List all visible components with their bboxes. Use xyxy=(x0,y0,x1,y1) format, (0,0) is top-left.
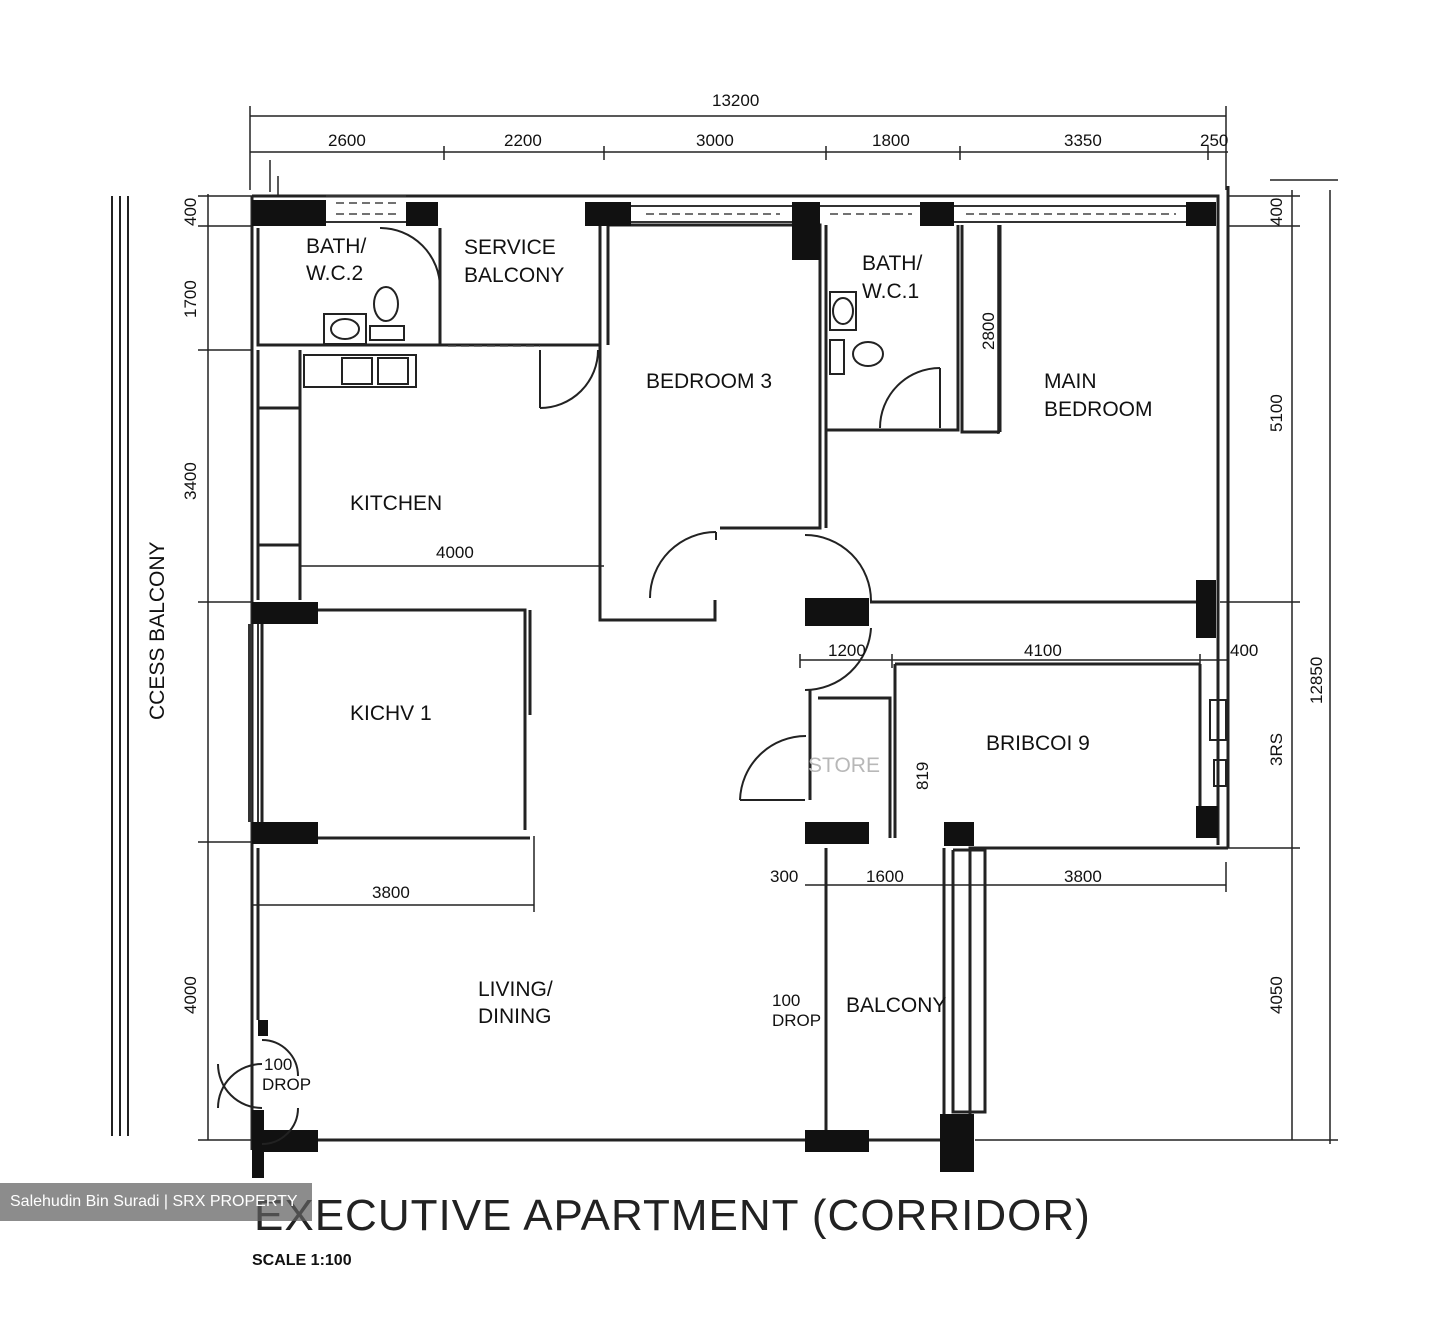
dim-top-5: 3350 xyxy=(1064,131,1102,150)
dim-right-1: 400 xyxy=(1267,198,1286,226)
dim-door-1200: 1200 xyxy=(828,641,866,660)
dim-top-4: 1800 xyxy=(872,131,910,150)
drop-label-balcony-2: DROP xyxy=(772,1011,821,1030)
bath1-label-2: W.C.1 xyxy=(862,280,919,303)
main-bedroom-label-2: BEDROOM xyxy=(1044,398,1153,421)
bedroom2-label: BRIBCOI 9 xyxy=(986,732,1090,755)
dim-top-1: 2600 xyxy=(328,131,366,150)
dimension-lines xyxy=(111,106,1338,1144)
dim-overall-height: 12850 xyxy=(1307,657,1326,704)
fixtures xyxy=(303,286,1227,787)
dim-balcony-row-3: 3800 xyxy=(1064,867,1102,886)
bath1-label: BATH/ xyxy=(862,252,922,275)
drop-label-entrance: 100 xyxy=(264,1055,292,1074)
walls xyxy=(250,186,1230,1150)
bath2-label: BATH/ xyxy=(306,235,366,258)
dim-right-2: 5100 xyxy=(1267,394,1286,432)
dim-left-3: 3400 xyxy=(181,462,200,500)
store-label: STORE xyxy=(808,754,880,777)
service-balcony-label-2: BALCONY xyxy=(464,264,564,287)
dim-left-4: 4000 xyxy=(181,976,200,1014)
dim-balcony-row-2: 1600 xyxy=(866,867,904,886)
dim-top-6: 250 xyxy=(1200,131,1228,150)
dim-store-faint: 819 xyxy=(913,762,932,790)
drop-label-balcony: 100 xyxy=(772,991,800,1010)
window-hatch xyxy=(336,202,1176,347)
dim-balcony-row-1: 300 xyxy=(770,867,798,886)
bath2-label-2: W.C.2 xyxy=(306,262,363,285)
drop-label-entrance-2: DROP xyxy=(262,1075,311,1094)
dim-top-2: 2200 xyxy=(504,131,542,150)
dim-kitchen-width: 4000 xyxy=(436,543,474,562)
kitchen-label: KITCHEN xyxy=(350,492,442,515)
dim-bedroom2-width: 4100 xyxy=(1024,641,1062,660)
balcony-label: BALCONY xyxy=(846,994,946,1017)
windows xyxy=(248,195,1186,822)
dim-faint-right: 3RS xyxy=(1267,733,1286,766)
door-swings xyxy=(217,227,941,1145)
dim-left-2: 1700 xyxy=(181,280,200,318)
dim-main-bedroom-depth: 2800 xyxy=(979,312,998,350)
living-dining-label-2: DINING xyxy=(478,1005,552,1028)
room-labels: BATH/ W.C.2 SERVICE BALCONY BEDROOM 3 BA… xyxy=(262,235,1153,1094)
main-bedroom-label: MAIN xyxy=(1044,370,1097,393)
dim-right-3: 4050 xyxy=(1267,976,1286,1014)
access-balcony-label: CCESS BALCONY xyxy=(146,541,169,720)
columns xyxy=(252,200,1218,1178)
dim-top-3: 3000 xyxy=(696,131,734,150)
scale-label: SCALE 1:100 xyxy=(252,1252,352,1269)
watermark: Salehudin Bin Suradi | SRX PROPERTY xyxy=(0,1183,312,1221)
dim-overall-width: 13200 xyxy=(712,91,759,110)
dimension-labels: 13200 2600 2200 3000 1800 3350 250 400 1… xyxy=(146,91,1326,1014)
bedroom3-label: BEDROOM 3 xyxy=(646,370,772,393)
plan-title: EXECUTIVE APARTMENT (CORRIDOR) xyxy=(254,1191,1091,1240)
bedroom1-label: KICHV 1 xyxy=(350,702,432,725)
living-dining-label: LIVING/ xyxy=(478,978,553,1001)
dim-left-1: 400 xyxy=(181,198,200,226)
dim-bedroom1-width: 3800 xyxy=(372,883,410,902)
dim-wall-400: 400 xyxy=(1230,641,1258,660)
service-balcony-label: SERVICE xyxy=(464,236,556,259)
